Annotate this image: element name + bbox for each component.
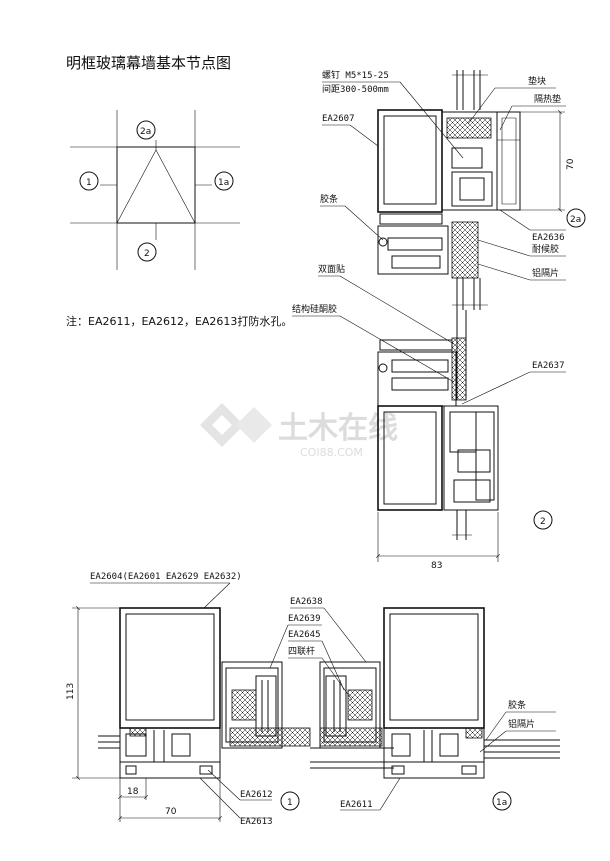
label-ea2612: EA2612 <box>240 790 273 800</box>
label-gasket: 胶条 <box>320 193 338 205</box>
watermark-url: COI88.COM <box>300 446 363 459</box>
vertical-section: 70 83 螺钉 M5*15-25 间距300-500mm 垫块 隔热垫 EA2… <box>292 70 586 571</box>
label-al-spacer-bottom: 铝隔片 <box>508 718 535 730</box>
label-ea2611: EA2611 <box>340 800 373 810</box>
label-linkage-rod: 四联杆 <box>288 645 315 657</box>
label-ea2613: EA2613 <box>240 817 273 827</box>
marker-1a-label: 1a <box>218 178 229 188</box>
marker-2-label: 2 <box>144 249 150 259</box>
label-ea2639: EA2639 <box>288 614 321 624</box>
horizontal-section: 113 18 70 EA2604(EA2601 EA2629 EA2632) E… <box>66 572 560 827</box>
label-weather-sealant: 耐候胶 <box>532 243 559 255</box>
watermark-brand: 土木在线 <box>278 411 398 446</box>
marker-2a-section <box>566 208 586 228</box>
marker-2a <box>136 120 156 140</box>
marker-1-label: 1 <box>86 178 92 188</box>
note-text: 注：EA2611，EA2612，EA2613打防水孔。 <box>66 314 292 328</box>
label-ea2604: EA2604(EA2601 EA2629 EA2632) <box>90 572 242 582</box>
marker-1a-section <box>492 791 512 811</box>
marker-1-section <box>280 791 300 811</box>
dim-70: 70 <box>566 158 576 170</box>
marker-2-section <box>533 510 553 530</box>
page-title: 明框玻璃幕墙基本节点图 <box>66 54 231 72</box>
label-ea2607: EA2607 <box>322 114 355 124</box>
label-double-tape: 双面贴 <box>318 263 345 275</box>
label-thermal-pad: 隔热垫 <box>534 93 561 105</box>
label-pad: 垫块 <box>528 75 546 87</box>
marker-1a <box>214 171 234 191</box>
label-ea2636: EA2636 <box>532 233 565 243</box>
dim-113: 113 <box>66 683 76 700</box>
label-ea2638: EA2638 <box>290 597 323 607</box>
label-screw: 螺钉 M5*15-25 <box>322 70 389 81</box>
label-gasket-bottom: 胶条 <box>508 699 526 711</box>
label-al-spacer: 铝隔片 <box>532 267 559 279</box>
marker-1a-section-label: 1a <box>496 798 507 808</box>
marker-1-section-label: 1 <box>287 798 293 808</box>
label-spacing: 间距300-500mm <box>322 83 389 95</box>
label-ea2637: EA2637 <box>532 361 565 371</box>
dim-83: 83 <box>431 561 442 571</box>
watermark: 土木在线 COI88.COM <box>200 403 398 459</box>
marker-1 <box>79 171 99 191</box>
marker-2a-label: 2a <box>140 127 151 137</box>
label-ea2645: EA2645 <box>288 630 321 640</box>
marker-2-section-label: 2 <box>540 517 546 527</box>
watermark-logo-icon <box>200 403 272 447</box>
marker-2 <box>137 242 157 262</box>
dim-18: 18 <box>127 787 139 797</box>
marker-2a-section-label: 2a <box>570 215 581 225</box>
key-plan: 2a 1 1a 2 <box>70 110 240 270</box>
label-structural-silicone: 结构硅酮胶 <box>292 303 337 315</box>
dim-70-bottom: 70 <box>165 807 177 817</box>
